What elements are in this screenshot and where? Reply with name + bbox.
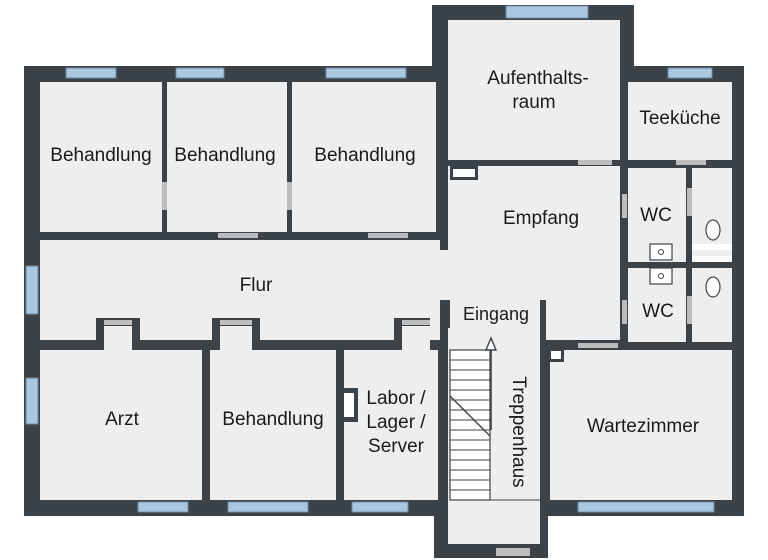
toilet-wc-1: [705, 219, 721, 241]
label-wc-1: WC: [640, 205, 672, 226]
door-wc-1: [622, 194, 627, 218]
label-aufenthaltsraum-line2: raum: [512, 92, 555, 113]
sink-wc-1: [649, 243, 673, 261]
room-labels: Aufenthalts- raum Teeküche Behandlung Be…: [50, 68, 720, 488]
stair-treads: [450, 359, 490, 491]
room-aufenthaltsraum: [448, 20, 620, 160]
staircase: [449, 336, 540, 501]
label-empfang: Empfang: [503, 208, 579, 229]
window-behandlung-4: [227, 501, 309, 513]
room-flur: [40, 240, 448, 340]
floor-areas: [40, 20, 732, 544]
door-stair-tower: [496, 548, 530, 556]
stair-break-line: [449, 395, 491, 437]
label-eingang: Eingang: [463, 304, 529, 324]
sink-wc-2: [649, 267, 673, 285]
sink-wc-1-drain: [658, 249, 664, 255]
label-wc-2: WC: [642, 301, 674, 322]
door-behandlung-4: [220, 320, 252, 325]
window-behandlung-1: [65, 67, 117, 79]
label-behandlung-3: Behandlung: [314, 145, 415, 166]
label-behandlung-4: Behandlung: [222, 409, 323, 430]
room-labor: [344, 326, 438, 500]
doors: [104, 160, 706, 556]
pillar-wartezimmer-inner: [551, 351, 561, 359]
door-wc-1-stall: [687, 188, 692, 216]
stairs-run: [449, 349, 491, 501]
wall-details: [340, 166, 732, 422]
door-wc-2: [622, 300, 627, 324]
window-flur-west: [25, 265, 39, 315]
door-behandlung-1: [162, 182, 167, 210]
niche-labor-inner: [344, 393, 354, 417]
stair-direction-arrow: [484, 336, 498, 351]
door-teekueche: [676, 160, 706, 165]
window-wartezimmer: [577, 501, 715, 513]
room-teekueche: [628, 82, 732, 160]
sink-wc-2-drain: [658, 273, 664, 279]
room-eingang: [450, 298, 540, 328]
window-labor: [351, 501, 409, 513]
door-flur-behandlung-3: [368, 233, 408, 238]
label-teekueche: Teeküche: [639, 108, 720, 129]
wc-divider-top: [692, 244, 732, 250]
label-behandlung-1: Behandlung: [50, 145, 151, 166]
window-teekueche: [667, 67, 713, 79]
room-wartezimmer: [550, 350, 732, 500]
sanitary-fixtures: [649, 219, 721, 298]
label-labor-line1: Labor /: [366, 388, 426, 409]
room-behandlung-1: [40, 82, 162, 232]
door-wc-2-stall: [687, 296, 692, 324]
label-behandlung-2: Behandlung: [174, 145, 275, 166]
window-behandlung-3: [325, 67, 407, 79]
window-arzt-west: [25, 377, 39, 425]
pillar-empfang-inner: [453, 169, 475, 177]
window-aufenthalt: [505, 5, 589, 19]
window-behandlung-2: [175, 67, 225, 79]
room-arzt: [40, 326, 202, 500]
room-behandlung-3: [292, 82, 436, 232]
door-wartezimmer: [578, 343, 618, 348]
room-behandlung-4: [210, 326, 336, 500]
door-labor: [402, 320, 430, 325]
toilet-wc-2: [705, 276, 721, 298]
window-arzt-south: [137, 501, 189, 513]
label-labor-line3: Server: [368, 436, 425, 457]
windows: [25, 5, 715, 513]
label-labor-line2: Lager /: [366, 412, 426, 433]
label-flur: Flur: [240, 275, 273, 296]
label-arzt: Arzt: [105, 409, 140, 430]
door-arzt: [104, 320, 132, 325]
door-behandlung-2-3: [287, 182, 292, 210]
label-treppenhaus: Treppenhaus: [508, 376, 529, 487]
label-wartezimmer: Wartezimmer: [587, 416, 700, 437]
label-aufenthaltsraum-line1: Aufenthalts-: [487, 68, 588, 89]
door-aufenthalt: [578, 160, 612, 165]
room-empfang: [448, 166, 620, 340]
wc-divider-bottom: [692, 256, 732, 262]
room-behandlung-2: [167, 82, 287, 232]
door-flur-behandlung-2: [218, 233, 258, 238]
